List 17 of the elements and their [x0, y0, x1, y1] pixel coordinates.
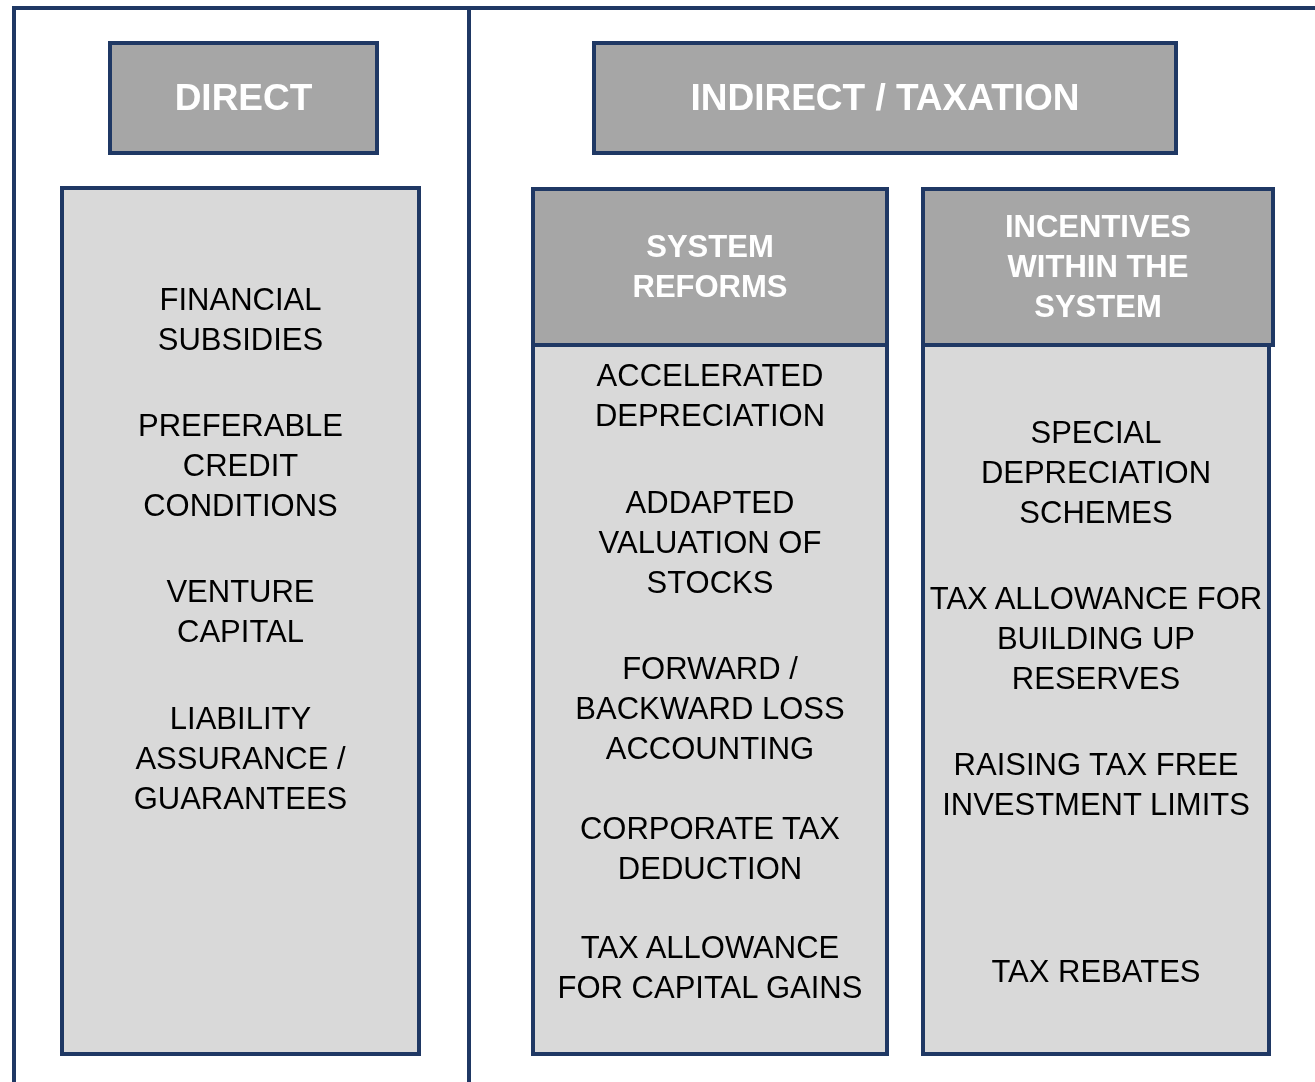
list-panel	[60, 186, 421, 1056]
header-box: INDIRECT / TAXATION	[592, 41, 1178, 155]
list-item: TAX ALLOWANCE FOR BUILDING UP RESERVES	[929, 580, 1263, 698]
list-item: ADDAPTED VALUATION OF STOCKS	[597, 484, 823, 602]
list-item: RAISING TAX FREE INVESTMENT LIMITS	[941, 746, 1251, 824]
list-item: PREFERABLE CREDIT CONDITIONS	[137, 407, 344, 525]
list-item: VENTURE CAPITAL	[165, 573, 316, 651]
list-item: FORWARD / BACKWARD LOSS ACCOUNTING	[574, 650, 846, 768]
list-item: FINANCIAL SUBSIDIES	[156, 281, 325, 359]
list-item: SPECIAL DEPRECIATION SCHEMES	[979, 414, 1213, 532]
list-item: ACCELERATED DEPRECIATION	[593, 357, 827, 435]
list-item: TAX ALLOWANCE FOR CAPITAL GAINS	[556, 929, 864, 1007]
list-item: CORPORATE TAX DEDUCTION	[578, 810, 842, 888]
header-box: DIRECT	[108, 41, 379, 155]
list-item: LIABILITY ASSURANCE / GUARANTEES	[132, 700, 349, 818]
list-item: TAX REBATES	[991, 953, 1201, 991]
header-box: INCENTIVES WITHIN THE SYSTEM	[921, 187, 1275, 347]
